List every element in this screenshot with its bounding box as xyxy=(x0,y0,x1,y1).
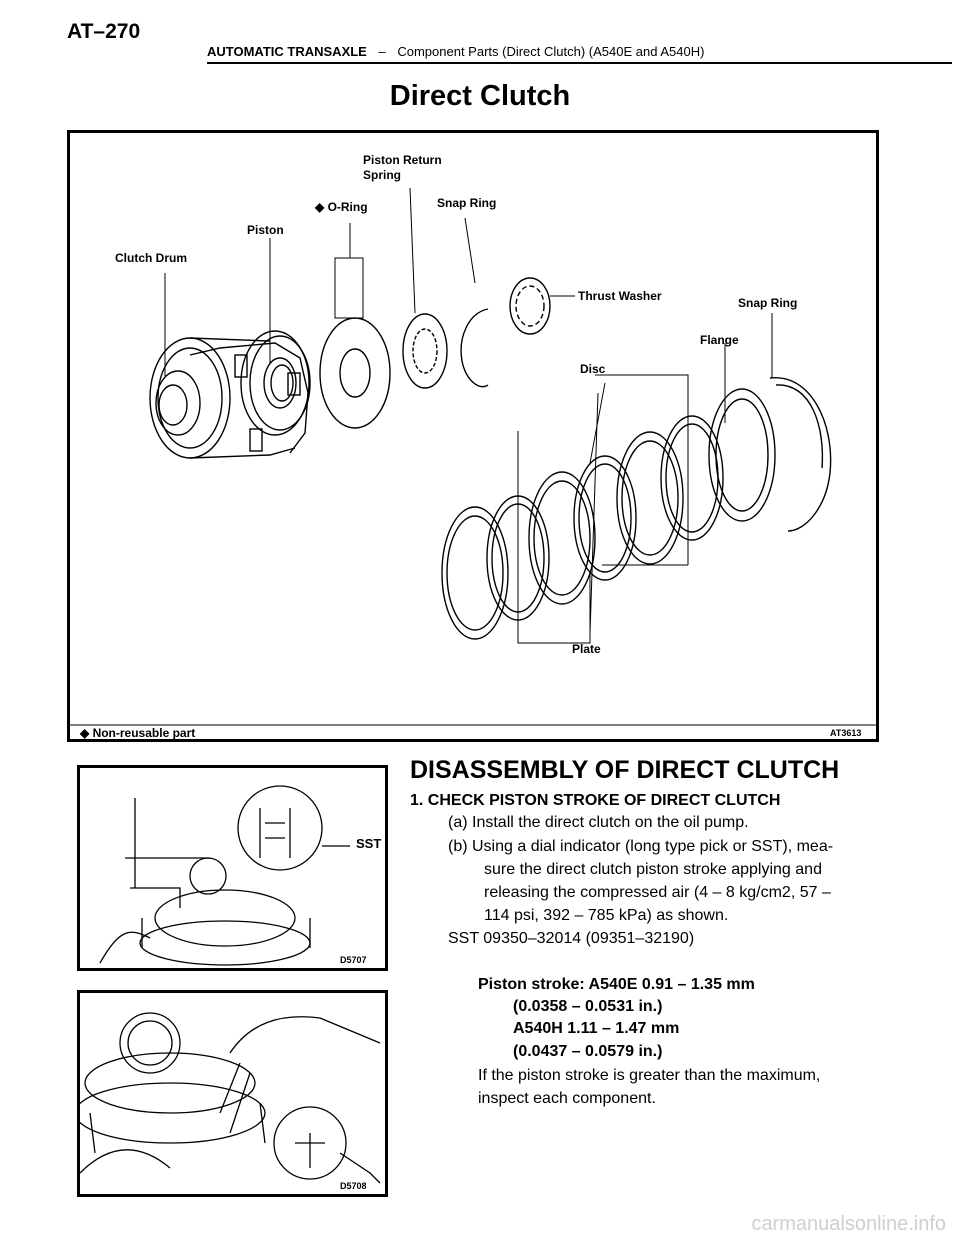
separator: – xyxy=(378,44,386,59)
snap-ring-drawing xyxy=(460,308,489,388)
header-rule xyxy=(207,62,952,64)
piston-stroke-spec-inch-2: (0.0437 – 0.0579 in.) xyxy=(513,1043,663,1060)
page-number: AT–270 xyxy=(67,20,141,43)
piston-stroke-spec: Piston stroke: A540E 0.91 – 1.35 mm xyxy=(478,976,755,993)
step-1b-line3: releasing the compressed air (4 – 8 kg/c… xyxy=(484,884,831,901)
compressed-air-illustration: D5708 xyxy=(77,990,388,1197)
note-line2: inspect each component. xyxy=(478,1090,656,1107)
label-piston: Piston xyxy=(247,223,284,237)
section-title: AUTOMATIC TRANSAXLE xyxy=(207,44,367,59)
thrust-washer-drawing xyxy=(509,277,551,335)
page-title: Direct Clutch xyxy=(389,80,571,112)
piston-stroke-spec-a540h: A540H 1.11 – 1.47 mm xyxy=(513,1020,680,1037)
legend-non-reusable: ◆ Non-reusable part xyxy=(80,726,196,740)
clutch-drum-drawing xyxy=(149,337,309,459)
label-snap-ring-2: Snap Ring xyxy=(738,296,798,310)
step-1b-line2: sure the direct clutch piston stroke app… xyxy=(484,861,822,878)
photo2-code: D5708 xyxy=(340,1181,367,1191)
piston-stroke-spec-inch-1: (0.0358 – 0.0531 in.) xyxy=(513,998,663,1015)
note-line1: If the piston stroke is greater than the… xyxy=(478,1067,821,1084)
label-flange: Flange xyxy=(700,333,739,347)
figure-code: AT3613 xyxy=(830,728,862,738)
piston-drawing xyxy=(240,330,311,436)
step-1b-line1: (b) Using a dial indicator (long type pi… xyxy=(448,838,834,855)
dial-indicator-drawing xyxy=(99,785,350,966)
watermark: carmanualsonline.info xyxy=(751,1213,946,1235)
photo1-code: D5707 xyxy=(340,955,367,965)
label-plate: Plate xyxy=(572,642,601,656)
label-clutch-drum: Clutch Drum xyxy=(115,251,187,265)
label-disc: Disc xyxy=(580,362,606,376)
compressed-air-drawing xyxy=(80,1012,381,1184)
label-thrust-washer: Thrust Washer xyxy=(578,289,662,303)
label-piston-return-spring-line2: Spring xyxy=(363,168,401,182)
o-ring-drawing xyxy=(319,317,391,429)
label-o-ring: ◆ O-Ring xyxy=(315,200,368,214)
label-piston-return-spring: Piston Return xyxy=(363,153,442,167)
exploded-view-drawing xyxy=(70,187,876,726)
step-1: 1. CHECK PISTON STROKE OF DIRECT CLUTCH xyxy=(410,792,781,809)
running-head: AUTOMATIC TRANSAXLE – Component Parts (D… xyxy=(207,44,704,59)
clutch-pack-drawing xyxy=(441,377,832,640)
dial-indicator-illustration: SST D5707 xyxy=(77,765,388,971)
label-sst: SST xyxy=(356,836,382,851)
return-spring-drawing xyxy=(402,313,448,389)
leader-lines xyxy=(164,187,773,644)
sst-number: SST 09350–32014 (09351–32190) xyxy=(448,930,695,947)
subsection-title: Component Parts (Direct Clutch) (A540E a… xyxy=(397,44,705,59)
step-1b-line4: 114 psi, 392 – 785 kPa) as shown. xyxy=(484,907,729,924)
disassembly-heading: DISASSEMBLY OF DIRECT CLUTCH xyxy=(410,756,840,784)
label-snap-ring-1: Snap Ring xyxy=(437,196,497,210)
step-1a: (a) Install the direct clutch on the oil… xyxy=(448,814,749,831)
exploded-view-figure: Piston Return Spring ◆ O-Ring Snap Ring … xyxy=(67,130,879,742)
